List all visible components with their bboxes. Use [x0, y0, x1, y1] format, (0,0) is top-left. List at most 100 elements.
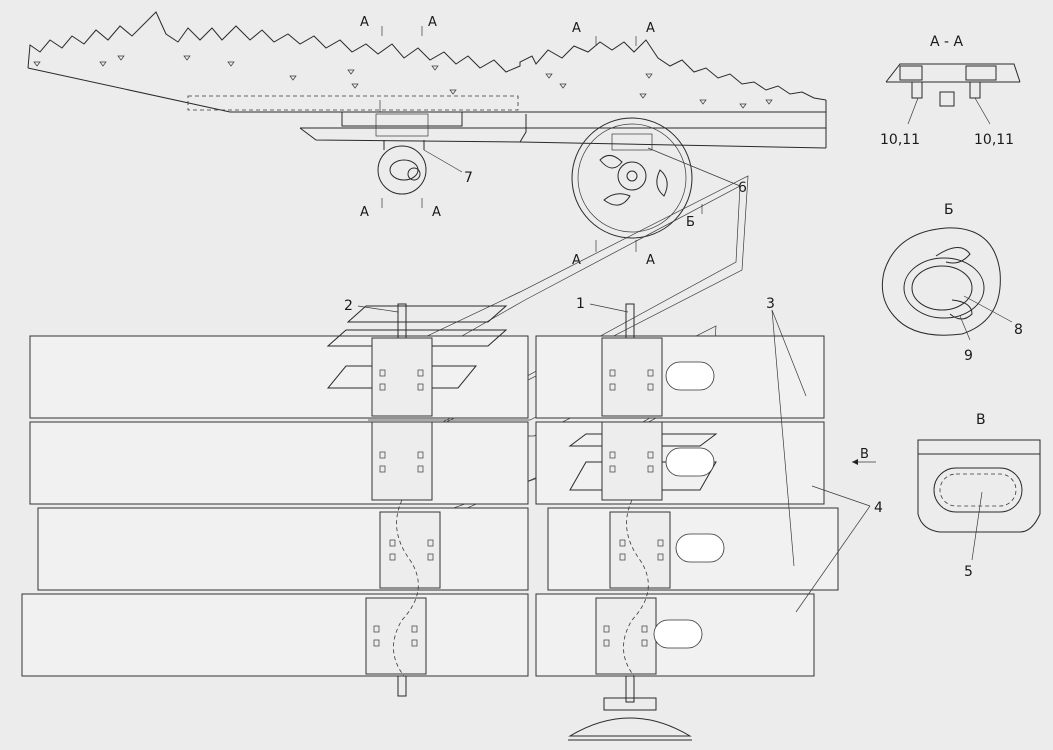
pulley-spoke-1 — [599, 155, 623, 169]
chain-right — [623, 499, 649, 677]
leader-1 — [589, 303, 629, 313]
leader-10-11-l — [907, 97, 919, 125]
drum-left-3 — [379, 511, 441, 589]
slot-4 — [653, 619, 703, 649]
view-v-slot — [933, 467, 1023, 513]
leader-7 — [423, 149, 463, 173]
section-mark-a: А — [646, 253, 655, 268]
sloped-edge — [27, 67, 231, 113]
leader-8 — [963, 295, 1013, 323]
shaft-right — [568, 303, 692, 741]
bolt-holes — [373, 369, 664, 647]
section-aa-bolt-l — [911, 81, 923, 99]
section-mark-group — [379, 26, 703, 252]
view-b-clip-top — [935, 247, 971, 264]
label-9: 9 — [964, 348, 973, 364]
section-mark-b: Б — [686, 215, 695, 230]
hidden-bar — [187, 95, 519, 111]
panel-left-3 — [37, 507, 529, 591]
drum-right-4 — [595, 597, 657, 675]
drum-left-4 — [365, 597, 427, 675]
slot-1 — [665, 361, 715, 391]
label-10-11-right: 10,11 — [974, 132, 1014, 148]
serrated-edge — [27, 11, 827, 101]
pulley-spoke-3 — [656, 169, 668, 197]
drum-left-1 — [371, 337, 433, 417]
view-mark-v: В — [860, 447, 869, 462]
section-mark-a: А — [360, 15, 369, 30]
shaft-left-bottom — [397, 675, 407, 697]
view-v-title: В — [976, 412, 986, 428]
panel-left-4 — [21, 593, 529, 677]
section-aa-plate-l — [899, 65, 923, 81]
label-1: 1 — [576, 296, 585, 312]
shaft-right-bottom — [625, 675, 635, 703]
leader-2 — [357, 305, 399, 313]
label-8: 8 — [1014, 322, 1023, 338]
pulley-rim — [577, 123, 687, 233]
panel-left-1 — [29, 335, 529, 419]
pulley-spoke-2 — [603, 193, 631, 206]
pulley-wheel — [571, 117, 693, 239]
callouts-plan: 2 1 3 4 В — [344, 296, 883, 613]
slots — [653, 361, 725, 649]
view-v: В 5 — [917, 412, 1041, 580]
side-view: А А А А А А А А Б 7 6 — [27, 11, 827, 268]
label-4: 4 — [874, 500, 883, 516]
label-6: 6 — [738, 180, 747, 196]
frame-line-bottom — [519, 141, 827, 149]
drum-right-1 — [601, 337, 663, 417]
tensioner-hub — [389, 159, 419, 181]
leader-3b — [771, 309, 795, 567]
leader-5 — [971, 491, 983, 561]
pulley-clamp — [611, 133, 653, 151]
leader-4b — [795, 505, 871, 613]
clamp-plate — [341, 111, 463, 127]
section-mark-a: А — [646, 21, 655, 36]
label-10-11-left: 10,11 — [880, 132, 920, 148]
teeth-marks — [33, 55, 773, 109]
label-7: 7 — [464, 170, 473, 186]
panel-right-1 — [535, 335, 825, 419]
section-mark-a: А — [432, 205, 441, 220]
section-mark-a: А — [572, 21, 581, 36]
shaft-right-top — [625, 303, 635, 341]
label-3: 3 — [766, 296, 775, 312]
clamp-block — [375, 113, 429, 137]
leader-3a — [771, 309, 807, 397]
view-v-slot-inner — [939, 473, 1017, 507]
leader-9 — [959, 315, 971, 341]
shaft-left — [365, 303, 441, 697]
section-mark-a: А — [572, 253, 581, 268]
view-b-clip-bottom — [949, 299, 973, 320]
section-aa-body — [885, 63, 1021, 83]
view-b-title: Б — [944, 202, 954, 218]
tensioner-axle — [407, 167, 421, 181]
bottom-pulley-hub — [603, 697, 657, 711]
section-aa-title: А - А — [930, 34, 964, 50]
slot-2 — [665, 447, 715, 477]
leader-4a — [811, 485, 871, 507]
view-b-ring — [903, 257, 985, 319]
section-aa-plate-r — [965, 65, 997, 81]
pulley-bore — [626, 170, 638, 182]
drum-right-2 — [601, 421, 663, 501]
bottom-pulley — [568, 717, 692, 737]
section-mark-a: А — [428, 15, 437, 30]
leader-6 — [647, 147, 741, 187]
conveyor-panels — [21, 335, 839, 677]
pulley-hub — [617, 161, 647, 191]
tensioner-roller — [377, 145, 427, 195]
view-b-outline — [881, 227, 1001, 336]
view-b: Б 8 9 — [881, 202, 1023, 364]
view-b-inner — [911, 265, 973, 311]
section-aa: А - А 10,11 10,11 — [880, 34, 1021, 148]
frame-lower-edge — [299, 114, 527, 143]
arrow-v-head — [852, 459, 858, 465]
section-mark-a: А — [360, 205, 369, 220]
section-aa-bolt-r — [969, 81, 981, 99]
leader-10-11-r — [974, 97, 991, 125]
drum-left-2 — [371, 421, 433, 501]
